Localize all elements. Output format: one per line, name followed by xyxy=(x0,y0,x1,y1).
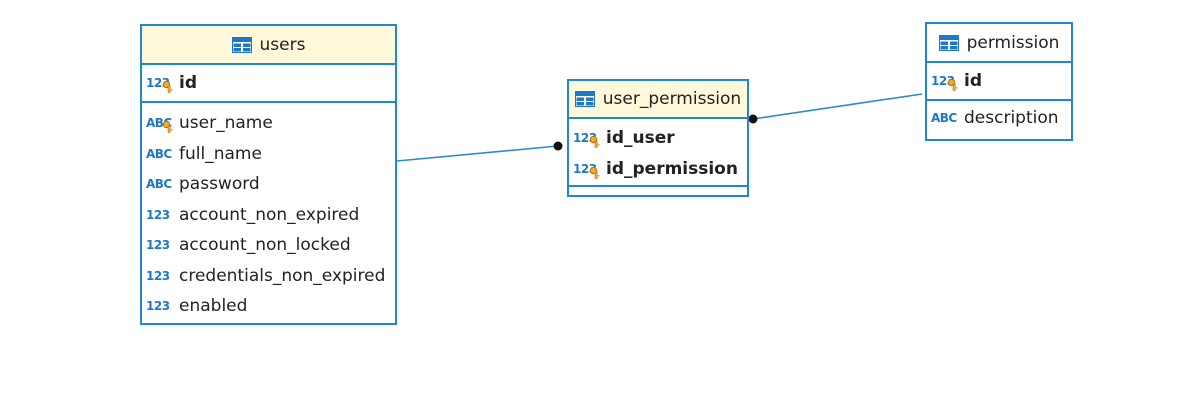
relation-endpoint-dot xyxy=(553,141,563,151)
key-section: 123 id xyxy=(927,63,1071,101)
column-row[interactable]: 123 id xyxy=(142,68,395,99)
entity-name: users xyxy=(259,34,306,55)
numeric-type-icon: 123 xyxy=(146,207,170,222)
entity-users-header[interactable]: users xyxy=(142,26,395,65)
column-name: id xyxy=(964,71,982,92)
column-name: credentials_non_expired xyxy=(179,265,386,286)
table-icon xyxy=(574,91,595,107)
table-icon xyxy=(938,34,959,51)
entity-permission-header[interactable]: permission xyxy=(927,24,1071,63)
column-row[interactable]: ABC full_name xyxy=(142,139,395,170)
text-type-icon: ABC xyxy=(931,111,957,126)
numeric-type-icon: 123 xyxy=(931,73,961,91)
column-row[interactable]: 123 enabled xyxy=(142,291,395,322)
numeric-type-icon: 123 xyxy=(573,161,603,179)
key-icon xyxy=(589,166,600,179)
column-row[interactable]: ABC user_name xyxy=(142,108,395,139)
column-name: id xyxy=(179,73,197,94)
columns-section: ABC description xyxy=(927,101,1071,134)
numeric-type-icon: 123 xyxy=(573,130,603,148)
column-row[interactable]: ABC description xyxy=(927,103,1071,134)
column-name: user_name xyxy=(179,113,273,134)
relation-endpoint-dot xyxy=(748,114,758,124)
text-type-icon: ABC xyxy=(146,177,172,192)
key-icon xyxy=(162,121,173,133)
numeric-type-icon: 123 xyxy=(146,238,170,253)
key-icon xyxy=(162,81,173,93)
text-type-icon: ABC xyxy=(146,146,172,161)
text-type-icon: ABC xyxy=(146,115,176,133)
column-name: description xyxy=(964,108,1059,129)
column-name: enabled xyxy=(179,296,248,317)
column-row[interactable]: 123 account_non_locked xyxy=(142,230,395,261)
column-name: id_user xyxy=(606,128,675,149)
entity-name: user_permission xyxy=(602,89,742,109)
relation-users-user-permission[interactable] xyxy=(396,145,559,162)
column-name: full_name xyxy=(179,143,262,164)
column-row[interactable]: 123 credentials_non_expired xyxy=(142,261,395,292)
relation-user-permission-permission[interactable] xyxy=(752,93,923,120)
key-section: 123 id_user 123 id_permission xyxy=(569,119,747,187)
numeric-type-icon: 123 xyxy=(146,75,176,93)
column-name: id_permission xyxy=(606,158,738,179)
numeric-type-icon: 123 xyxy=(146,299,170,314)
column-row[interactable]: 123 id_permission xyxy=(569,154,747,185)
column-name: account_non_locked xyxy=(179,235,351,256)
column-name: password xyxy=(179,174,260,195)
entity-user-permission-header[interactable]: user_permission xyxy=(569,81,747,119)
numeric-type-icon: 123 xyxy=(146,268,170,283)
column-row[interactable]: ABC password xyxy=(142,169,395,200)
entity-permission[interactable]: permission 123 id ABC description xyxy=(925,22,1073,141)
column-row[interactable]: 123 account_non_expired xyxy=(142,200,395,231)
column-name: account_non_expired xyxy=(179,204,360,225)
key-icon xyxy=(589,136,600,148)
entity-users[interactable]: users 123 id ABC xyxy=(140,24,397,325)
column-row[interactable]: 123 id xyxy=(927,66,1071,97)
columns-section: ABC user_name ABC full_name ABC password… xyxy=(142,103,395,322)
entity-name: permission xyxy=(966,32,1060,53)
table-icon xyxy=(231,36,252,53)
key-section: 123 id xyxy=(142,65,395,103)
key-icon xyxy=(947,79,958,91)
entity-user-permission[interactable]: user_permission 123 id_user 123 xyxy=(567,79,749,197)
column-row[interactable]: 123 id_user xyxy=(569,123,747,154)
